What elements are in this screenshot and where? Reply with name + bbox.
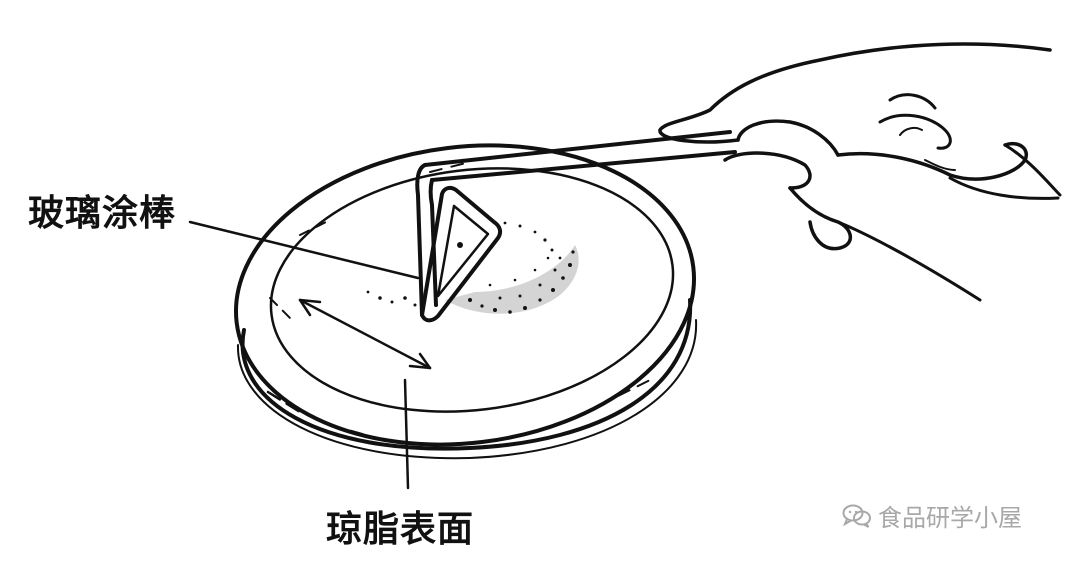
- leader-line-glass-rod: [190, 222, 418, 278]
- spread-direction-arrow: [300, 300, 430, 368]
- wechat-icon: [842, 503, 872, 529]
- watermark: 食品研学小屋: [842, 498, 1022, 533]
- glass-rod-label: 玻璃涂棒: [28, 184, 176, 236]
- hand: [660, 44, 1060, 300]
- glass-spreader-rod: [417, 132, 735, 320]
- leader-line-agar-surface: [405, 380, 408, 488]
- watermark-text: 食品研学小屋: [878, 498, 1022, 533]
- agar-surface-label: 琼脂表面: [326, 500, 474, 552]
